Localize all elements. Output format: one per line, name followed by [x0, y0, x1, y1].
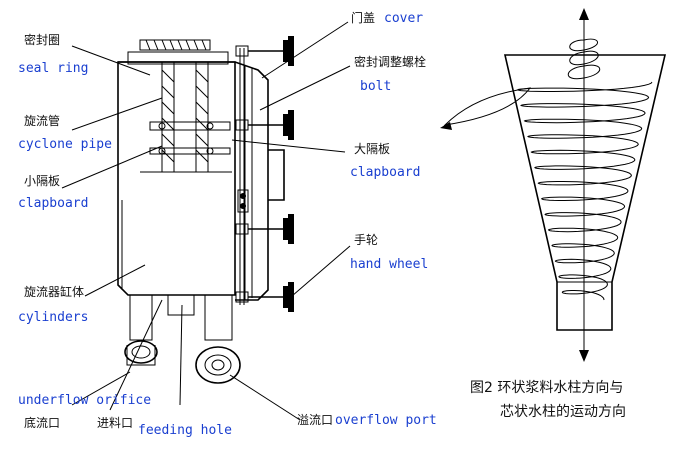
hand-wheel-upper	[235, 110, 294, 140]
label-small-clapboard-cn: 小隔板	[24, 174, 60, 188]
overflow-port-shape	[195, 346, 241, 384]
label-cover-cn: 门盖	[351, 10, 375, 25]
label-feeding-en: feeding hole	[138, 423, 232, 438]
door-cover	[234, 61, 269, 301]
label-hand-wheel-en: hand wheel	[350, 257, 428, 272]
underflow-pipe	[129, 295, 153, 341]
outer-spiral	[516, 81, 653, 301]
label-overflow-cn: 溢流口	[297, 413, 333, 427]
hydrocyclone-body	[117, 36, 294, 384]
label-cylinders-cn: 旋流器缸体	[24, 284, 84, 299]
label-underflow-en: underflow orifice	[18, 393, 151, 408]
label-underflow-cn: 底流口	[24, 415, 60, 430]
label-bolt-en: bolt	[360, 79, 391, 94]
cone-outline	[503, 54, 667, 331]
hand-wheel-bottom	[235, 282, 294, 312]
cylinder-shell	[117, 61, 236, 296]
leader-lines-left	[61, 45, 183, 411]
overflow-pipe	[204, 295, 233, 341]
label-feeding-cn: 进料口	[97, 416, 133, 430]
label-overflow-en: overflow port	[335, 413, 437, 428]
hand-wheel-middle	[235, 214, 294, 244]
label-seal-ring-en: seal ring	[18, 61, 88, 76]
label-cover-en: cover	[384, 11, 423, 26]
label-cyclone-pipe-cn: 旋流管	[24, 113, 60, 128]
big-clapboard-plate	[149, 121, 231, 131]
flow-figure	[440, 8, 667, 362]
label-cyclone-pipe-en: cyclone pipe	[18, 137, 112, 152]
outer-spiral-path	[516, 81, 653, 301]
label-small-clapboard-en: clapboard	[18, 196, 88, 211]
label-cylinders-en: cylinders	[18, 310, 88, 325]
core-spiral	[567, 38, 601, 80]
hand-wheel-top	[235, 36, 294, 66]
feeding-hole-shape	[167, 294, 195, 316]
axis-arrow-up-icon	[579, 8, 589, 20]
caption-line-1: 图2 环状浆料水柱方向与	[470, 380, 623, 396]
label-big-clapboard-en: clapboard	[350, 165, 420, 180]
underflow-orifice-shape	[124, 340, 158, 364]
label-bolt-cn: 密封调整螺栓	[354, 54, 426, 69]
inlet-arrow-icon	[440, 122, 452, 130]
top-lid	[139, 39, 211, 51]
label-seal-ring-cn: 密封圈	[24, 32, 60, 47]
leader-lines-right	[229, 21, 351, 421]
caption-line-2: 芯状水柱的运动方向	[500, 404, 626, 420]
axis-arrow-down-icon	[579, 350, 589, 362]
cover-handle	[268, 149, 285, 201]
seal-ring-shape	[127, 51, 229, 65]
label-big-clapboard-cn: 大隔板	[354, 142, 390, 156]
label-hand-wheel-cn: 手轮	[354, 233, 378, 247]
